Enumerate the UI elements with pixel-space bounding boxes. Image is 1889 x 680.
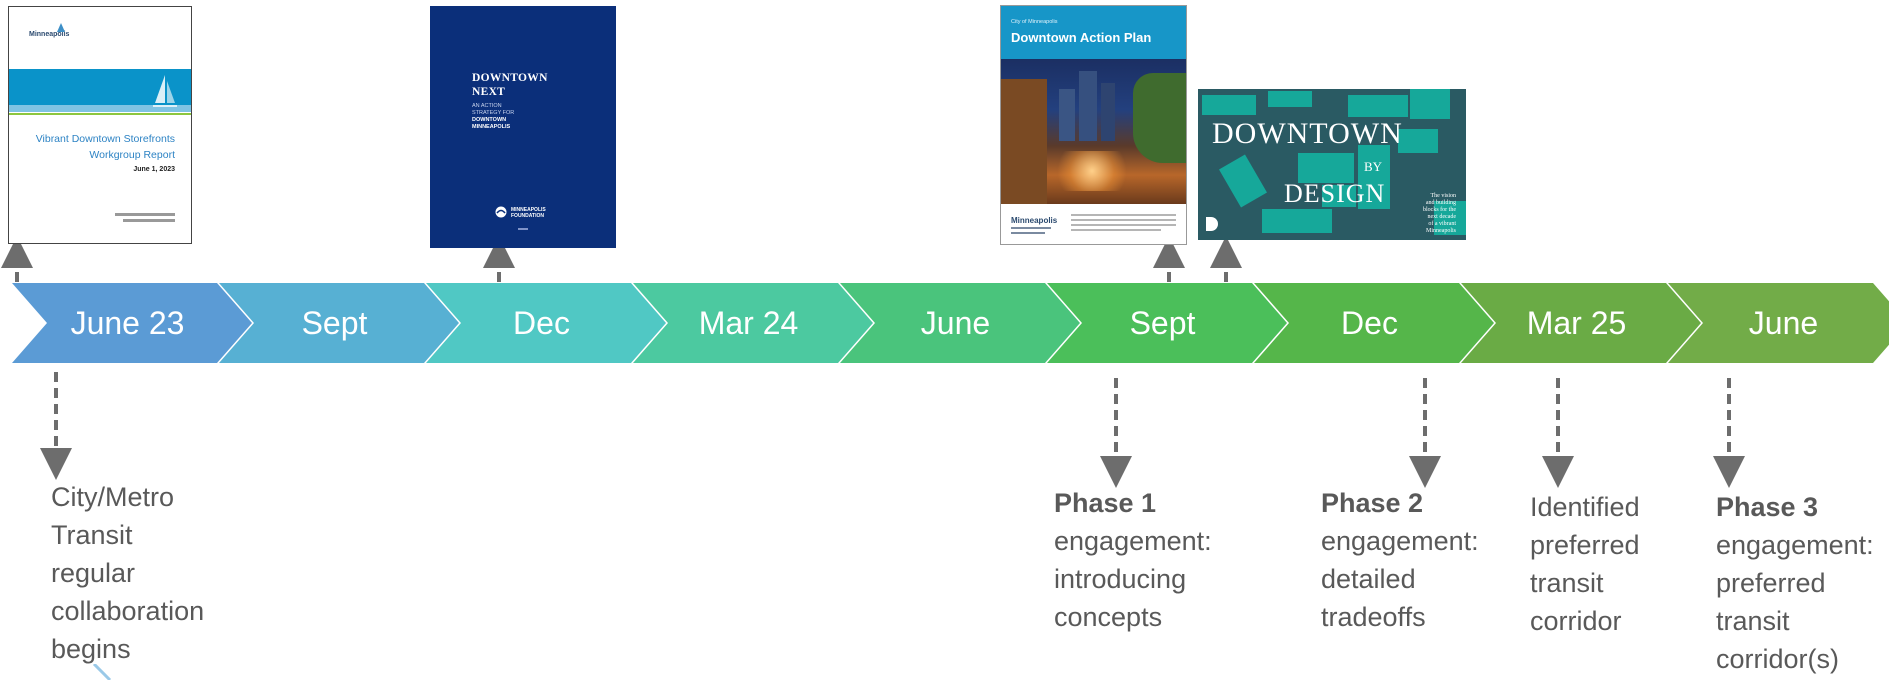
foundation-name-2: FOUNDATION [511,213,544,219]
timeline-label-mar-25: Mar 25 [1526,304,1627,341]
map-block-1 [1202,95,1256,115]
action-plan-header [1001,6,1186,59]
note-phase-1: Phase 1 engagement: introducing concepts [1054,488,1212,632]
downtown-next-sub-3: DOWNTOWN [472,117,507,123]
map-block-5 [1219,154,1267,208]
action-plan-logo: Minneapolis [1011,216,1058,225]
foundation-logo-icon [495,206,507,218]
timeline-chevron-7 [1254,283,1494,363]
downtown-next-title-1: DOWNTOWN [472,72,548,84]
tower-1 [1079,71,1097,141]
timeline-chevron-8 [1461,283,1701,363]
timeline-label-sept-23: Sept [301,304,368,341]
map-block-6 [1298,153,1354,183]
timeline-label-june-24: June [920,304,991,341]
action-plan-body-text [1071,214,1176,216]
decorative-swoosh-icon [92,664,112,680]
storefronts-title-line1: Vibrant Downtown Storefronts [35,133,175,145]
note-phase-3: Phase 3 engagement: preferred transit co… [1716,492,1874,674]
timeline-label-june-23: June 23 [70,304,185,341]
storefronts-title-line2: Workgroup Report [89,149,175,161]
downtown-by-design-cover: DOWNTOWN BY DESIGN The vision and buildi… [1198,89,1466,240]
timeline-chevron-3 [426,283,666,363]
action-plan-body-text-2 [1071,219,1176,221]
street-lights [1047,151,1137,191]
action-plan-title: Downtown Action Plan [1011,30,1152,45]
action-plan-logo-sub [1011,227,1051,229]
timeline-label-dec-23: Dec [513,304,570,341]
timeline-chevron-9 [1668,283,1889,363]
cover-light-band [9,105,191,112]
storefronts-report-cover: Minneapolis Vibrant Downtown Storefronts… [8,6,192,244]
map-block-2 [1268,91,1312,107]
note-preferred-corridor: Identified preferred transit corridor [1530,492,1640,636]
timeline-chevron-5 [840,283,1080,363]
foundation-name-1: MINNEAPOLIS [511,207,546,213]
tree-right [1133,73,1186,163]
storefronts-dept-text [115,213,175,216]
design-d-logo-icon [1206,217,1218,231]
downtown-action-plan-cover: City of Minneapolis Downtown Action Plan… [1000,5,1187,245]
minneapolis-logo-text: Minneapolis [29,31,70,38]
action-plan-body-text-4 [1071,229,1161,231]
timeline-label-mar-24: Mar 24 [698,304,799,341]
building-left [1001,79,1047,204]
design-tagline: The vision and building blocks for the n… [1423,193,1456,234]
note-collaboration: City/Metro Transit regular collaboration… [51,482,205,664]
downtown-next-sub-2: STRATEGY FOR [472,110,515,116]
downtown-next-cover: DOWNTOWN NEXT AN ACTION STRATEGY FOR DOW… [430,6,616,248]
map-block-9 [1434,201,1466,235]
cover-green-line [9,113,191,115]
storefronts-dept-text-2 [123,219,175,222]
design-word-design: DESIGN [1284,179,1386,208]
downtown-next-sub-1: AN ACTION [472,103,502,109]
tower-3 [1059,89,1075,141]
design-word-downtown: DOWNTOWN [1212,117,1403,150]
action-plan-logo-sub-2 [1011,232,1045,234]
action-plan-photo [1001,59,1186,204]
timeline-chevron-2 [219,283,459,363]
sailboat-icon [57,23,65,32]
action-plan-city-label: City of Minneapolis [1011,19,1058,25]
downtown-next-title-2: NEXT [472,86,506,98]
timeline-chevron-1 [12,283,252,363]
map-block-8 [1398,129,1438,153]
downtown-next-sub-4: MINNEAPOLIS [472,124,511,130]
note-phase-2: Phase 2 engagement: detailed tradeoffs [1321,488,1479,632]
timeline-label-june-25: June [1748,304,1819,341]
sailboat-illustration-icon [153,75,177,107]
timeline-label-sept-24: Sept [1129,304,1196,341]
map-block-3 [1348,95,1408,117]
map-block-10 [1262,209,1332,233]
timeline-label-dec-24: Dec [1341,304,1398,341]
map-block-11 [1322,185,1356,207]
map-block-4 [1410,89,1450,119]
tower-2 [1101,83,1115,141]
downtown-next-footer-mark [518,228,528,230]
action-plan-body-text-3 [1071,224,1176,226]
design-word-by: BY [1364,159,1383,174]
map-block-7 [1358,145,1390,209]
timeline-chevron-4 [633,283,873,363]
timeline-chevron-6 [1047,283,1287,363]
storefronts-date: June 1, 2023 [133,166,175,173]
